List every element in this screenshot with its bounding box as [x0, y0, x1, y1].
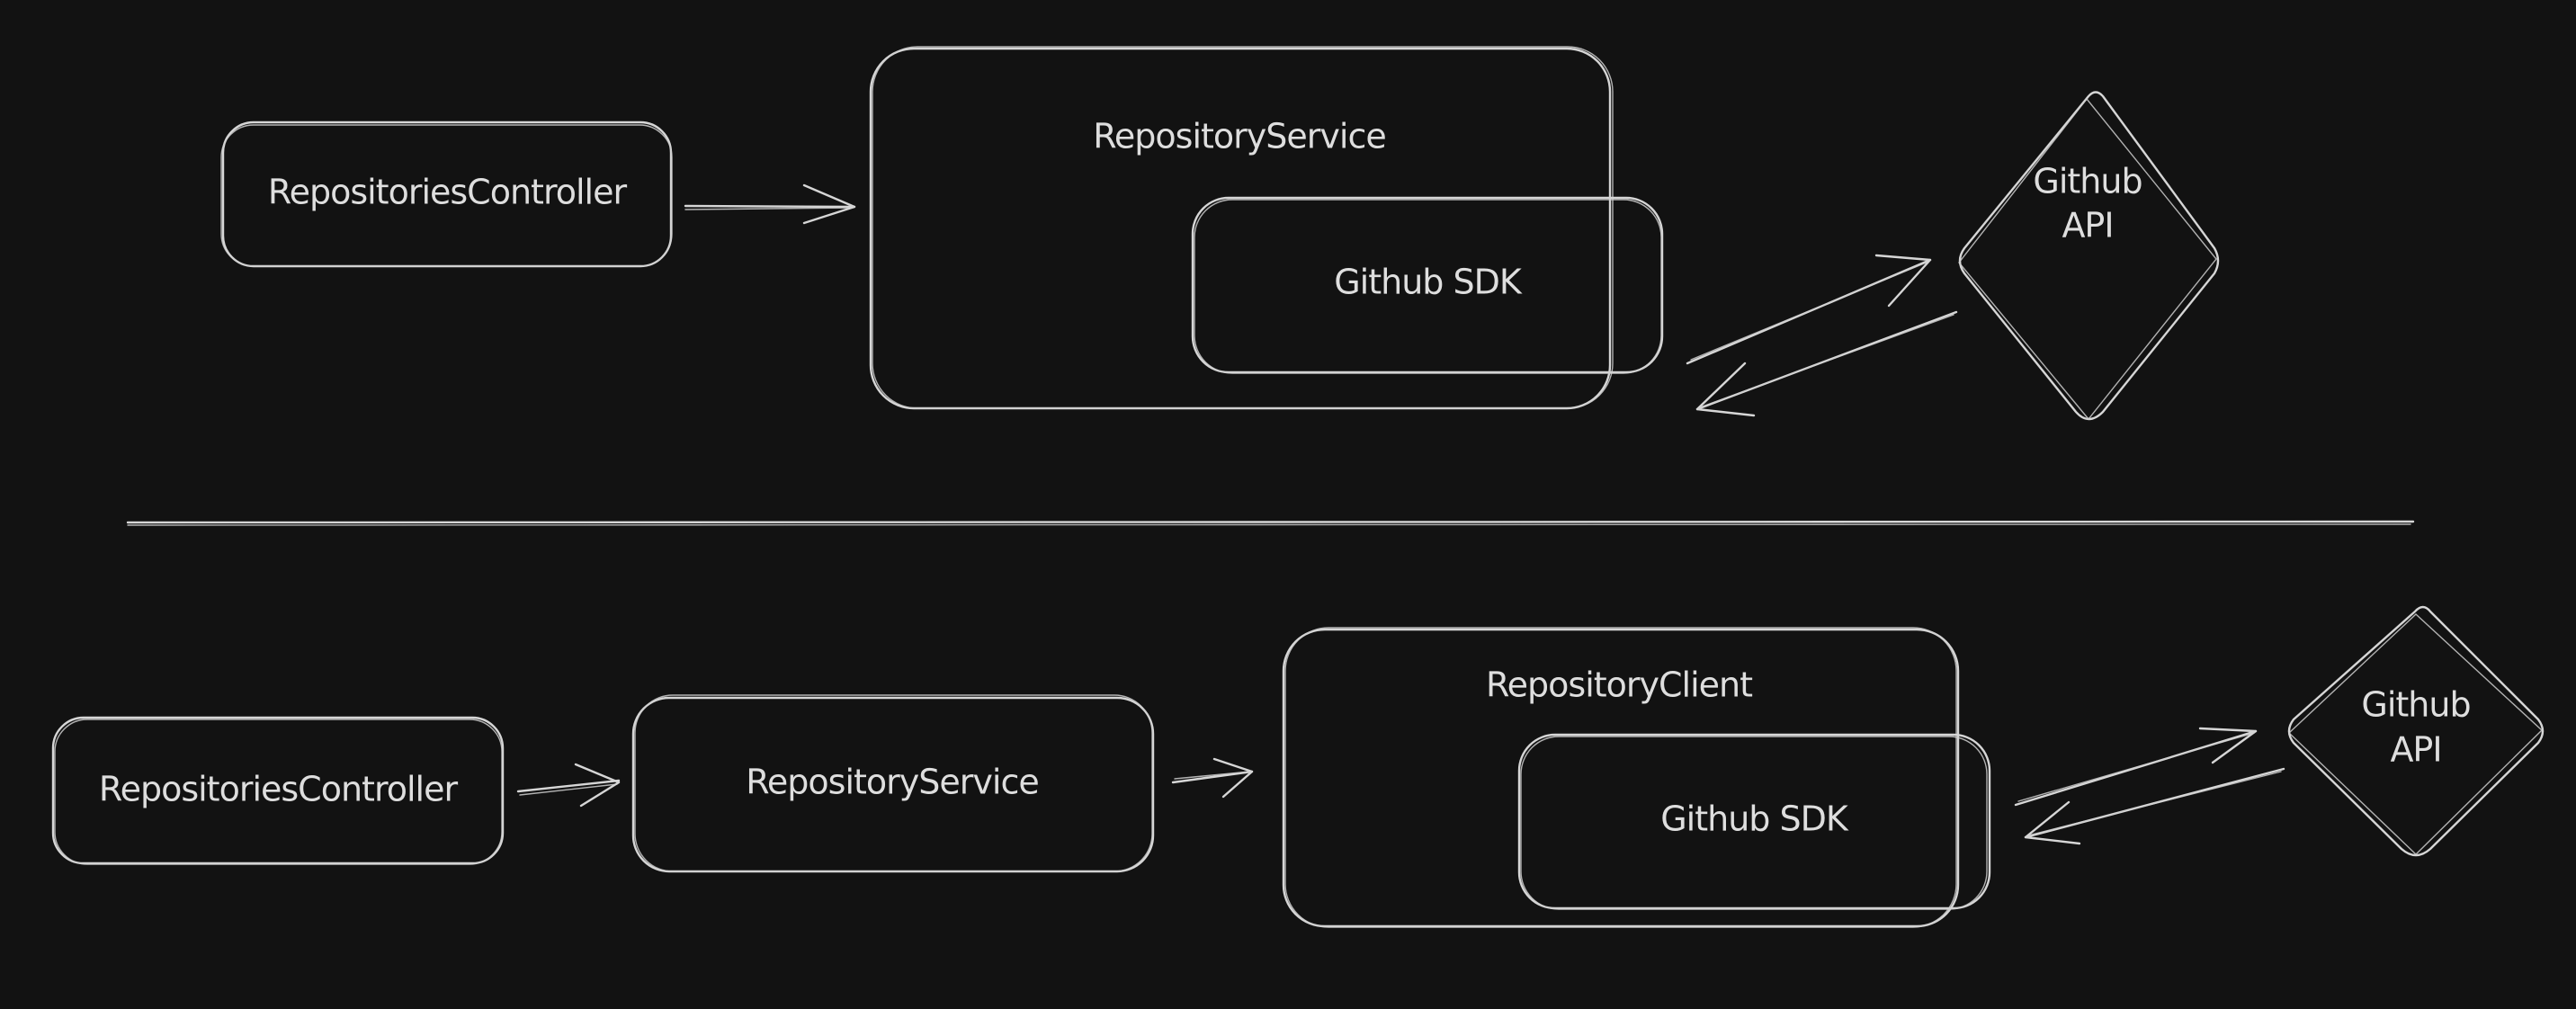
bottom-controller-label: RepositoriesController — [99, 770, 459, 809]
top-api-diamond — [1958, 91, 2220, 421]
bottom-service-box-sketch — [634, 694, 1153, 872]
top-api-diamond-sketch — [1958, 97, 2217, 421]
bottom-service-node[interactable]: RepositoryService — [631, 694, 1155, 873]
top-controller-box-sketch — [220, 124, 673, 267]
bottom-api-node[interactable]: Github API — [2287, 605, 2545, 857]
bottom-controller-box — [51, 716, 505, 865]
top-service-label: RepositoryService — [1093, 117, 1386, 156]
top-service-box — [869, 47, 1612, 410]
bottom-sdk-to-api-arrow — [2014, 727, 2258, 807]
top-service-node[interactable]: RepositoryService — [869, 46, 1614, 410]
top-sdk-to-api-arrow — [1686, 254, 1932, 365]
bottom-sdk-label: Github SDK — [1660, 799, 1849, 839]
top-api-to-sdk-arrow — [1695, 310, 1958, 417]
bottom-client-label: RepositoryClient — [1486, 665, 1752, 705]
bottom-controller-to-service-arrow — [516, 763, 621, 808]
top-sdk-node[interactable]: Github SDK — [1191, 196, 1664, 374]
bottom-sdk-node[interactable]: Github SDK — [1517, 733, 1991, 910]
bottom-api-diamond — [2287, 605, 2545, 857]
bottom-sdk-box — [1517, 733, 1991, 910]
bottom-client-box-sketch — [1284, 627, 1957, 928]
bottom-controller-node[interactable]: RepositoriesController — [51, 716, 505, 865]
top-api-node[interactable]: Github API — [1958, 91, 2220, 421]
section-divider — [126, 520, 2415, 526]
bottom-controller-box-sketch — [54, 719, 503, 865]
bottom-client-box — [1282, 628, 1960, 928]
top-controller-to-service-arrow — [684, 183, 856, 225]
bottom-api-to-sdk-arrow — [2024, 767, 2285, 845]
bottom-sdk-box-sketch — [1520, 736, 1988, 910]
bottom-api-label-line1: Github — [2361, 685, 2470, 725]
top-sdk-label: Github SDK — [1334, 263, 1523, 302]
bottom-api-label-line2: API — [2390, 730, 2441, 770]
top-controller-label: RepositoriesController — [268, 173, 628, 212]
top-sdk-box — [1191, 196, 1664, 374]
top-sdk-box-sketch — [1194, 199, 1662, 374]
bottom-api-diamond-sketch — [2287, 613, 2544, 855]
top-api-label-line1: Github — [2033, 162, 2142, 201]
top-controller-node[interactable]: RepositoriesController — [220, 121, 673, 268]
bottom-service-to-client-arrow — [1171, 757, 1254, 799]
bottom-client-node[interactable]: RepositoryClient — [1282, 627, 1960, 928]
top-api-label-line2: API — [2062, 206, 2113, 246]
top-service-box-sketch — [872, 46, 1614, 409]
bottom-service-label: RepositoryService — [746, 763, 1039, 802]
